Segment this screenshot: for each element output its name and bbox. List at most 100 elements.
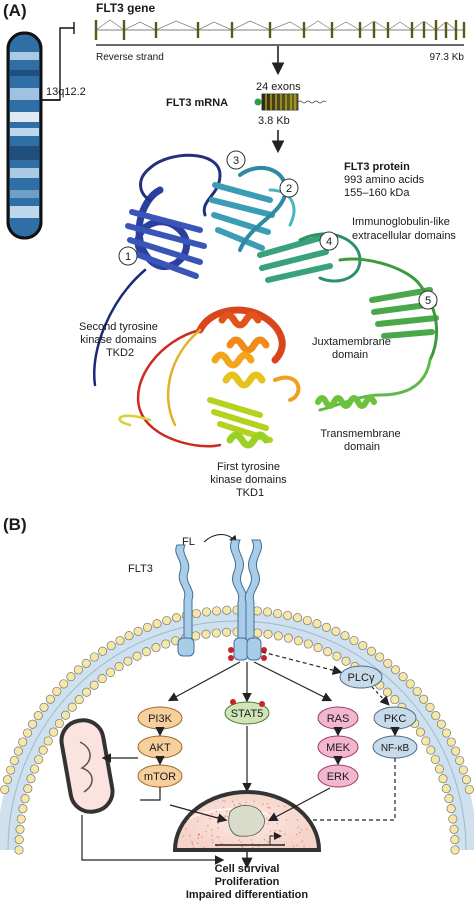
chromatin-speckle bbox=[296, 844, 298, 847]
domain-number-5: 5 bbox=[425, 295, 431, 307]
chromatin-speckle bbox=[238, 839, 240, 841]
chromatin-speckle bbox=[209, 818, 211, 820]
lipid-head bbox=[438, 774, 448, 784]
lipid-head bbox=[366, 646, 376, 656]
lipid-head bbox=[15, 824, 25, 834]
lipid-head bbox=[43, 736, 53, 746]
nfkb-label: NF-κB bbox=[381, 743, 410, 754]
lipid-head bbox=[201, 629, 211, 639]
lipid-head bbox=[431, 711, 441, 721]
lipid-head bbox=[358, 641, 368, 651]
lipid-head bbox=[283, 633, 293, 643]
chromatin-speckle bbox=[182, 835, 184, 837]
domain-number-2: 2 bbox=[286, 183, 292, 195]
lipid-head bbox=[89, 680, 99, 690]
chromatin-speckle bbox=[301, 840, 304, 842]
lipid-head bbox=[14, 845, 24, 855]
chromatin-speckle bbox=[267, 823, 269, 825]
lipid-head bbox=[105, 667, 116, 677]
lipid-head bbox=[451, 746, 461, 756]
lipid-head bbox=[323, 647, 333, 657]
lipid-head bbox=[421, 736, 431, 746]
chromatin-speckle bbox=[192, 846, 195, 849]
chromatin-speckle bbox=[211, 839, 213, 841]
lipid-head bbox=[436, 719, 446, 729]
lipid-head bbox=[14, 835, 24, 845]
lipid-head bbox=[253, 628, 263, 638]
chromatin-speckle bbox=[191, 843, 194, 846]
lipid-head bbox=[141, 647, 151, 657]
chromatin-speckle bbox=[274, 830, 276, 832]
lipid-head bbox=[331, 626, 341, 636]
lipid-head bbox=[26, 774, 36, 784]
chromosome bbox=[6, 31, 43, 240]
chromatin-speckle bbox=[276, 822, 278, 825]
chromatin-speckle bbox=[245, 801, 247, 804]
lipid-head bbox=[98, 646, 108, 656]
lipid-head bbox=[106, 641, 116, 651]
lipid-head bbox=[151, 643, 161, 653]
lipid-head bbox=[16, 814, 26, 824]
flt3-dimer bbox=[230, 539, 262, 661]
lipid-head bbox=[458, 765, 468, 775]
chromatin-speckle bbox=[269, 830, 272, 832]
lipid-head bbox=[391, 665, 401, 675]
chromatin-speckle bbox=[240, 845, 243, 848]
chromatin-speckle bbox=[252, 846, 254, 849]
lipid-head bbox=[73, 665, 83, 675]
chromatin-speckle bbox=[268, 812, 270, 815]
chromatin-speckle bbox=[303, 845, 305, 848]
chromatin-speckle bbox=[273, 832, 275, 835]
pi3k-pathway bbox=[137, 706, 183, 788]
lipid-head bbox=[341, 656, 351, 666]
lipid-head bbox=[161, 639, 171, 649]
protein-title: FLT3 protein bbox=[344, 161, 410, 173]
lipid-head bbox=[0, 784, 10, 795]
strand-label: Reverse strand bbox=[96, 52, 164, 63]
mitochondrion-outcome-arrow bbox=[81, 815, 225, 865]
lipid-head bbox=[449, 824, 459, 834]
lipid-head bbox=[448, 814, 458, 824]
lipid-head bbox=[292, 613, 303, 623]
mrna-title: FLT3 mRNA bbox=[166, 97, 228, 109]
chromatin-speckle bbox=[277, 805, 280, 807]
pi3k-label: PI3K bbox=[148, 713, 173, 725]
chromatin-speckle bbox=[221, 842, 223, 845]
chromatin-speckle bbox=[217, 827, 219, 829]
lipid-head bbox=[382, 687, 392, 697]
lipid-head bbox=[13, 746, 23, 756]
chromatin-speckle bbox=[197, 820, 199, 822]
chromatin-speckle bbox=[211, 834, 213, 837]
lipid-head bbox=[162, 615, 172, 626]
lipid-head bbox=[45, 694, 55, 704]
lipid-head bbox=[67, 702, 77, 712]
lipid-head bbox=[415, 727, 425, 737]
lipid-head bbox=[33, 711, 43, 721]
lipid-head bbox=[201, 607, 212, 617]
lipid-head bbox=[390, 695, 400, 705]
lipid-head bbox=[52, 686, 62, 696]
chromatin-speckle bbox=[263, 839, 266, 841]
chromatin-speckle bbox=[203, 846, 205, 848]
chromatin-speckle bbox=[227, 816, 229, 818]
chromatin-speckle bbox=[232, 800, 234, 803]
lipid-head bbox=[303, 639, 313, 649]
lipid-head bbox=[18, 737, 28, 747]
chromatin-speckle bbox=[284, 805, 286, 808]
lipid-head bbox=[9, 755, 19, 766]
panel-a-label: (A) bbox=[3, 1, 27, 20]
ras-label: RAS bbox=[327, 713, 350, 725]
lipid-head bbox=[61, 710, 71, 720]
domain-number-4: 4 bbox=[326, 236, 332, 248]
stat5-label: STAT5 bbox=[231, 708, 264, 720]
chromatin-speckle bbox=[280, 830, 282, 832]
lipid-head bbox=[97, 674, 107, 684]
lipid-head bbox=[425, 702, 435, 712]
plc-pathway bbox=[297, 665, 418, 825]
lipid-head bbox=[39, 702, 49, 712]
exon-count-label: 24 exons bbox=[256, 81, 301, 93]
lipid-head bbox=[434, 764, 444, 774]
ig-domain-label: Immunoglobulin-like extracellular domain… bbox=[352, 216, 456, 242]
lipid-head bbox=[191, 631, 201, 641]
